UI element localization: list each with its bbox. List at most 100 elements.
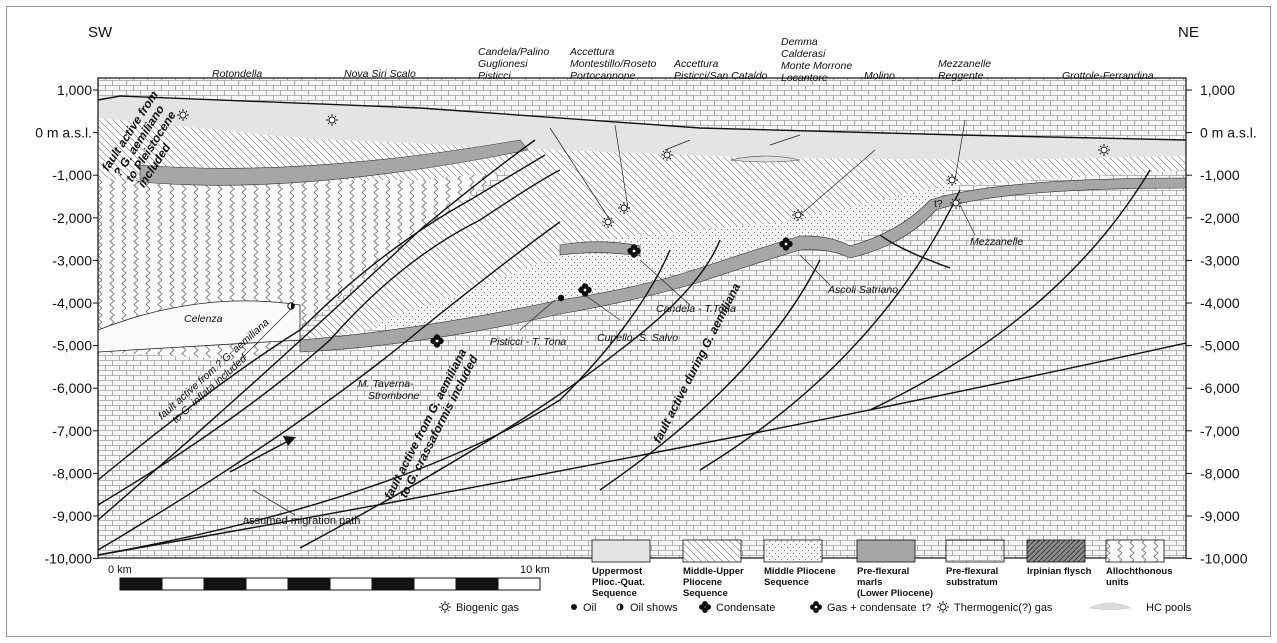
migration-arrow [229,436,296,516]
scale-cell [329,577,373,591]
well-labels: Rotondella Nova Siri Scalo Candela/Palin… [212,36,1154,84]
legend-swatch [945,539,1005,563]
scale-cell [371,577,415,591]
left-tick-label: -9,000 [52,508,92,524]
thermogenic-prefix: t? [934,198,943,210]
biogenic-gas-icon [618,202,630,214]
unit-legend-text: UppermostPlioc.-Quat.SequenceMiddle-Uppe… [592,566,1173,599]
legend-swatch [1026,539,1086,563]
well-label: Grottole-Ferrandina [1062,70,1154,82]
biogenic-gas-icon [950,197,962,209]
legend-label: substratum [946,577,998,588]
gas-condensate-icon [430,334,444,348]
biogenic-gas-icon [792,209,804,221]
well-label: Portocannone [570,70,636,82]
biogenic-gas-icon [602,216,614,228]
field-label: Candela - T.Tona [656,303,736,315]
thermogenic-gas-icon [937,601,949,613]
left-tick-label: -7,000 [52,423,92,439]
well-label: Calderasi [781,48,826,60]
left-tick-label: -2,000 [52,210,92,226]
legend-swatch [856,539,916,563]
biogenic-gas-icon [439,601,451,613]
well-label: Pisticci [478,70,511,82]
well-label: Rotondella [212,68,262,80]
gas-condensate-icon [779,237,793,251]
scale-cell [413,577,457,591]
right-tick-label: -7,000 [1200,423,1240,439]
gas-condensate-icon [627,244,641,258]
key-thermo-prefix: t? [922,602,931,614]
legend-label: Middle Pliocene [764,566,836,577]
oil-icon [557,294,565,302]
scale-cell [287,577,331,591]
oil-icon [571,604,577,610]
right-tick-label: -2,000 [1200,210,1240,226]
biogenic-gas-icon [661,149,673,161]
middle-upper-pliocene-unit [98,100,1186,340]
well-label: Locantore [781,72,828,84]
right-tick-label: -3,000 [1200,252,1240,268]
left-tick-label: -1,000 [52,167,92,183]
well-label: Montestillo/Roseto [570,58,657,70]
field-label: Celenza [184,313,223,325]
biogenic-gas-icon [177,109,189,121]
left-tick-label: -8,000 [52,465,92,481]
scale-cell [245,577,289,591]
legend-label: Irpinian flysch [1027,566,1092,577]
scale-cell [161,577,205,591]
right-tick-label: -6,000 [1200,380,1240,396]
well-label: Mezzanelle [938,58,991,70]
well-label: Guglionesi [478,58,528,70]
marls-band [299,177,1186,353]
legend-label: Sequence [683,588,728,599]
field-label: Ascoli Satriano [827,284,898,296]
field-label: Cupello- S. Salvo [597,332,678,344]
legend-swatch [1105,539,1165,563]
field-label: Strombone [368,390,420,402]
well-label: Demma [781,36,818,48]
well-label: Candela/Palino [478,46,549,58]
field-label: Mezzanelle [970,236,1023,248]
left-tick-label: -4,000 [52,295,92,311]
unit-legend [591,539,1165,563]
legend-label: Allochthonous [1106,566,1173,577]
scale-cell [497,577,541,591]
well-label: Accettura [673,58,719,70]
key-biogenic: Biogenic gas [456,602,519,614]
scale-cell [203,577,247,591]
gas-condensate-icon [578,283,592,297]
legend-label: Middle-Upper [683,566,744,577]
key-oil: Oil [583,602,596,614]
section-body [98,78,1186,558]
uppermost-sequence-unit [98,96,1186,160]
well-symbols: t? [177,109,1110,348]
key-condensate: Condensate [716,602,775,614]
oil-shows-icon [616,603,624,611]
legend-swatch [591,539,651,563]
marls-band [559,241,641,257]
right-tick-label: -1,000 [1200,167,1240,183]
right-tick-label: -8,000 [1200,465,1240,481]
well-leaders [239,119,976,361]
right-tick-label: 1,000 [1200,82,1235,98]
right-tick-label: -10,000 [1200,551,1248,567]
ne-label: NE [1178,24,1199,41]
legend-label: marls [857,577,882,588]
sw-label: SW [88,24,113,41]
key-gas-condensate: Gas + condensate [827,602,917,614]
symbol-key: Biogenic gas Oil Oil shows Condensate Ga… [439,601,1192,614]
field-labels: Celenza M. Taverna- Strombone Pisticci -… [184,236,1023,402]
biogenic-gas-icon [946,174,958,186]
middle-pliocene-unit [370,182,960,332]
legend-label: units [1106,577,1129,588]
biogenic-gas-icon [1098,144,1110,156]
key-oil-shows: Oil shows [630,602,678,614]
right-tick-label: -5,000 [1200,338,1240,354]
left-tick-label: -3,000 [52,252,92,268]
migration-path-label: assumed migration path [243,515,360,527]
well-label: Pisticci/San Cataldo [674,70,768,82]
